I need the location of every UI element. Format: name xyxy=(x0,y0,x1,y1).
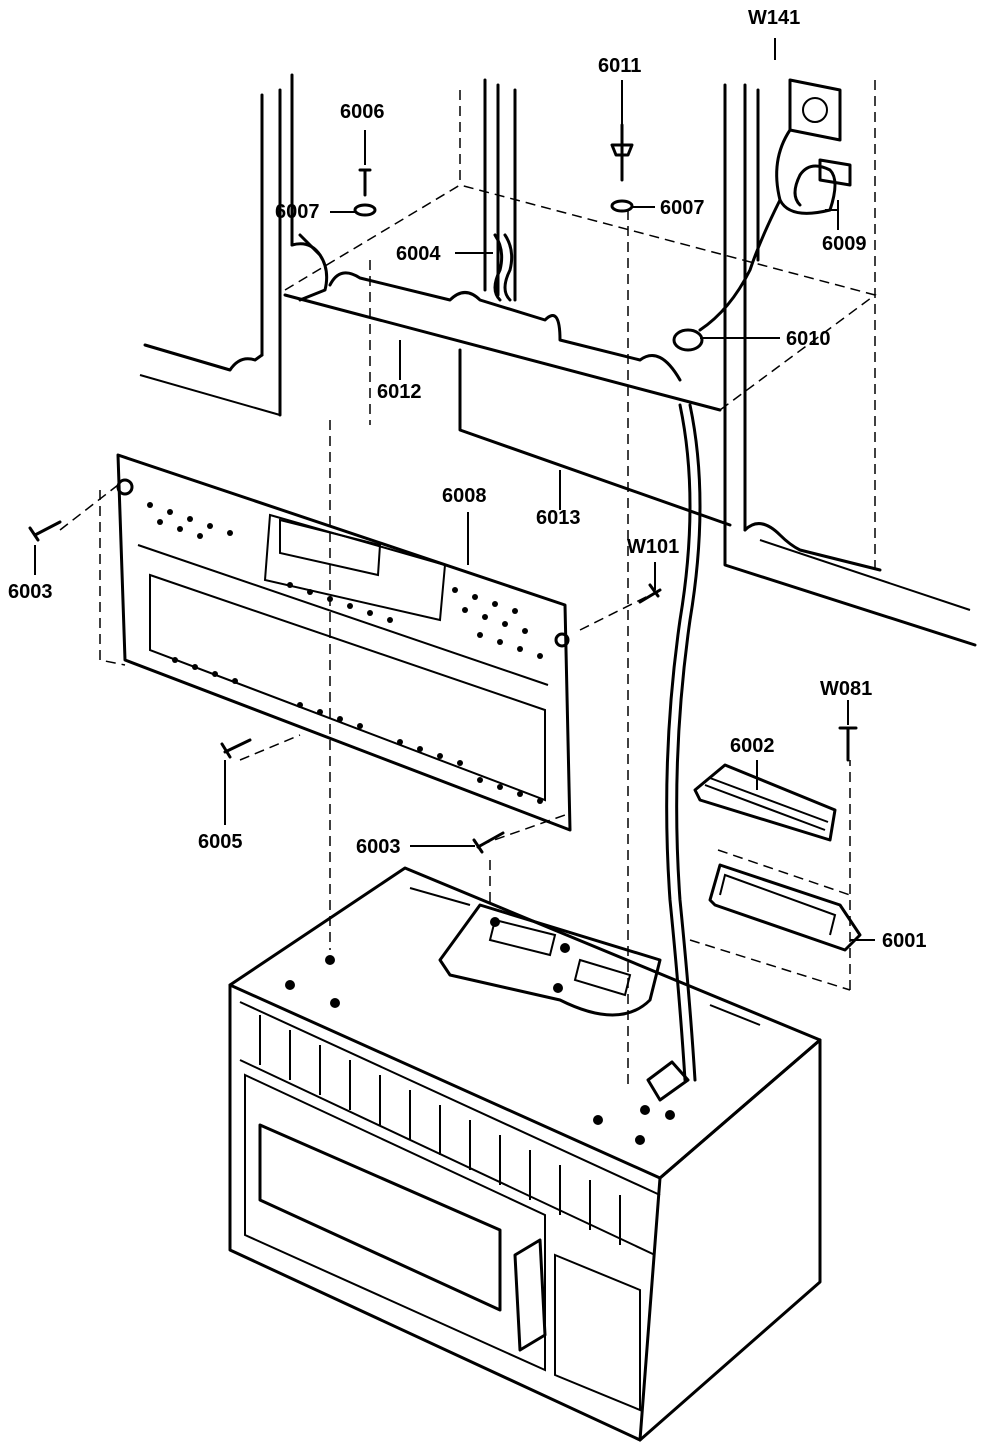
leader-lines xyxy=(34,38,875,941)
part-labels: W141 6011 6006 6007 6007 6004 6009 6010 … xyxy=(8,7,927,952)
label-6012: 6012 xyxy=(377,381,422,403)
label-6009: 6009 xyxy=(822,233,867,255)
grommet-6010 xyxy=(672,328,704,352)
screw-6003-left xyxy=(28,520,62,542)
screw-w081 xyxy=(838,726,858,762)
upper-cabinet xyxy=(139,73,977,647)
cord-clip-6004 xyxy=(493,233,514,302)
label-6004: 6004 xyxy=(396,243,441,265)
washer-6007-left xyxy=(353,203,377,217)
screw-6003-center xyxy=(472,831,505,854)
label-6003-left: 6003 xyxy=(8,581,53,603)
label-6008: 6008 xyxy=(442,485,487,507)
label-6003-center: 6003 xyxy=(356,836,401,858)
bracket-6001 xyxy=(708,849,862,952)
perforation-dots xyxy=(147,502,543,804)
mounting-plate-6008 xyxy=(116,453,572,832)
washer-6007-right xyxy=(610,199,634,213)
label-6011: 6011 xyxy=(598,55,641,77)
label-6013: 6013 xyxy=(536,507,581,529)
bolt-6011 xyxy=(610,123,634,182)
screw-w101 xyxy=(638,583,662,604)
label-6007-right: 6007 xyxy=(660,197,705,219)
screw-6006 xyxy=(358,168,372,197)
label-6006: 6006 xyxy=(340,101,385,123)
screw-6005 xyxy=(220,738,252,759)
alignment-lines xyxy=(59,210,851,1090)
label-6010: 6010 xyxy=(786,328,831,350)
label-6007-left: 6007 xyxy=(275,201,320,223)
label-6001: 6001 xyxy=(882,930,927,952)
label-w101: W101 xyxy=(627,536,679,558)
bracket-6002 xyxy=(693,763,837,842)
microwave-oven xyxy=(228,866,822,1442)
label-6002: 6002 xyxy=(730,735,775,757)
label-w141: W141 xyxy=(748,7,800,29)
wall-outlet xyxy=(788,78,852,187)
vent-grille xyxy=(259,1015,621,1245)
label-w081: W081 xyxy=(820,678,872,700)
label-6005: 6005 xyxy=(198,831,243,853)
